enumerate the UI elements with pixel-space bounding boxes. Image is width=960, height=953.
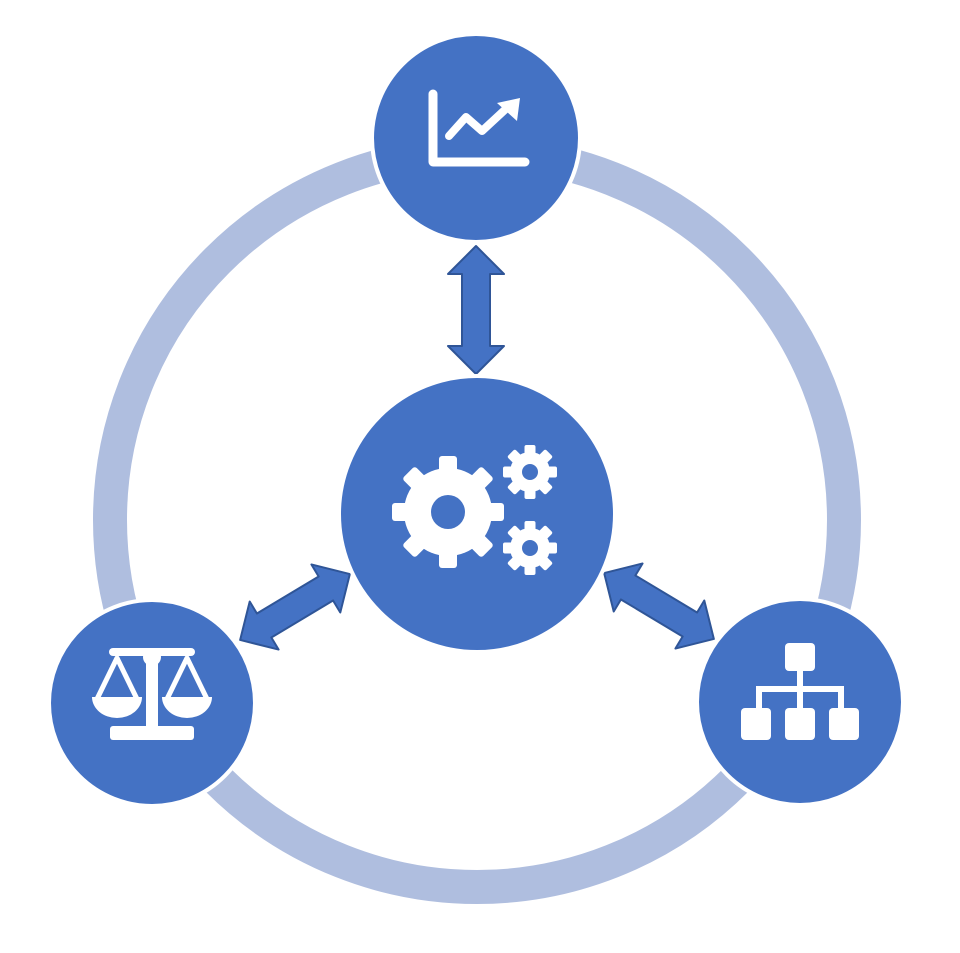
hierarchy-org-chart-icon: [741, 643, 859, 740]
arrow-center-right: [603, 562, 715, 650]
arrow-center-top: [447, 245, 505, 375]
line-chart-trend-icon: [428, 89, 530, 167]
balance-scale-icon: [92, 648, 212, 740]
node-center: [337, 374, 617, 654]
gears-icon: [392, 445, 557, 575]
node-top-circle: [370, 32, 582, 244]
arrow-center-left: [239, 563, 351, 651]
node-top: [370, 32, 582, 244]
large-gear: [392, 456, 504, 568]
connector-arrows: [239, 245, 715, 651]
small-gear-upper: [503, 445, 557, 499]
node-right: [695, 597, 905, 807]
small-gear-lower: [503, 521, 557, 575]
node-left: [47, 598, 257, 808]
